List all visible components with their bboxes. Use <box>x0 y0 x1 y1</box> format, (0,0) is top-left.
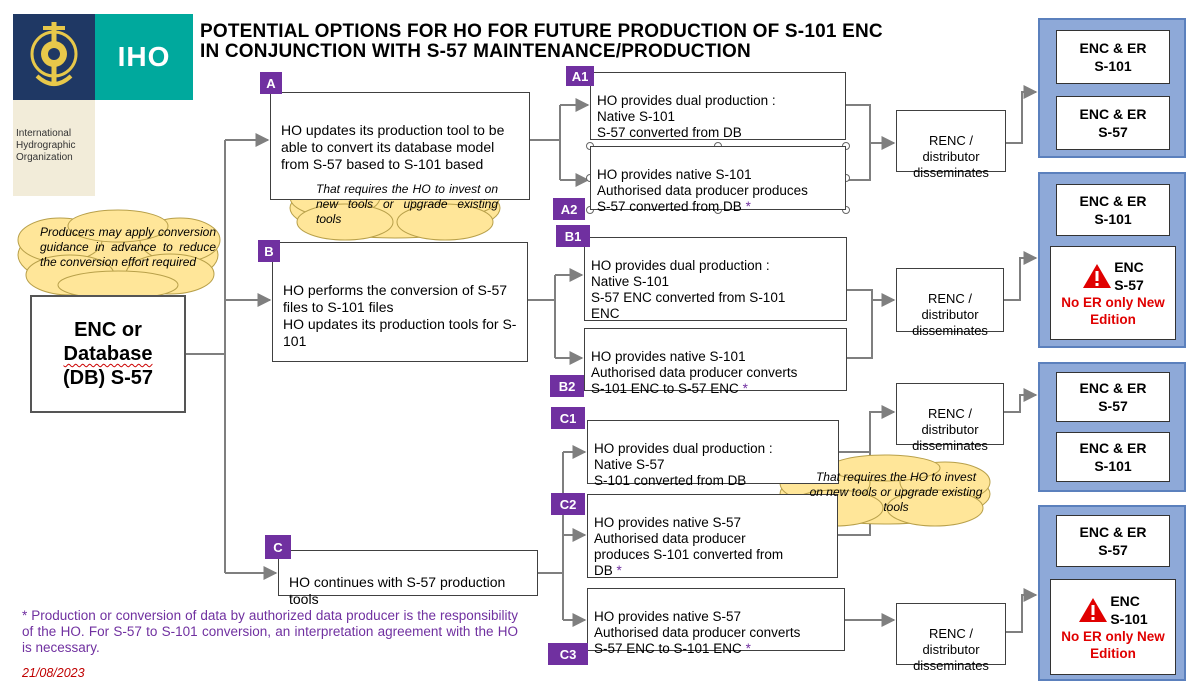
footnote: * Production or conversion of data by au… <box>22 608 518 655</box>
output-card-1b-text: ENC & ER S-57 <box>1079 106 1147 140</box>
logo-org-line1: International <box>16 128 72 139</box>
output-card-4a: ENC & ER S-57 <box>1056 515 1170 567</box>
date-label: 21/08/2023 <box>22 666 85 680</box>
option-b-tag: B <box>258 240 280 262</box>
logo-brand-panel: IHO <box>95 14 193 100</box>
source-line2: Database <box>63 343 153 365</box>
suboption-c2-star: * <box>612 563 622 578</box>
output-card-1a-text: ENC & ER S-101 <box>1079 40 1147 74</box>
suboption-a1-tag: A1 <box>566 66 594 86</box>
output-card-1b: ENC & ER S-57 <box>1056 96 1170 150</box>
renc-box-3: RENC / distributor disseminates <box>896 383 1004 453</box>
option-a-text: HO updates its production tool to be abl… <box>281 122 505 172</box>
warning-icon <box>1079 598 1108 622</box>
suboption-b1-box: HO provides dual production : Native S-1… <box>584 237 847 321</box>
cloud-a-note: That requires the HO to invest on new to… <box>316 182 498 226</box>
option-b-text: HO performs the conversion of S-57 files… <box>283 282 517 349</box>
output-card-4b-title: ENC <box>1110 593 1140 609</box>
output-card-4b: ENC S-101 No ER only New Edition <box>1050 579 1176 675</box>
output-card-2b-code: S-57 <box>1114 277 1144 293</box>
output-card-1a: ENC & ER S-101 <box>1056 30 1170 84</box>
renc-text-2: RENC / distributor disseminates <box>912 291 988 338</box>
page-title-line2: IN CONJUNCTION WITH S-57 MAINTENANCE/PRO… <box>200 41 751 62</box>
suboption-b1-text: HO provides dual production : Native S-1… <box>591 258 786 321</box>
cloud-c-note: That requires the HO to invest on new to… <box>809 470 983 514</box>
logo-org-line2: Hydrographic <box>16 140 76 151</box>
suboption-b2-tag: B2 <box>550 375 584 397</box>
page-title-line1: POTENTIAL OPTIONS FOR HO FOR FUTURE PROD… <box>200 21 883 42</box>
output-card-2a-text: ENC & ER S-101 <box>1079 193 1147 227</box>
suboption-c3-star: * <box>741 641 751 656</box>
option-c-tag: C <box>265 535 291 559</box>
suboption-a1-box: HO provides dual production : Native S-1… <box>590 72 846 140</box>
suboption-c1-tag: C1 <box>551 407 585 429</box>
output-panel-1: ENC & ER S-101 ENC & ER S-57 <box>1038 18 1186 158</box>
suboption-a2-box: HO provides native S-101 Authorised data… <box>590 146 846 214</box>
suboption-c1-text: HO provides dual production : Native S-5… <box>594 441 773 488</box>
output-card-3a: ENC & ER S-57 <box>1056 372 1170 422</box>
renc-box-4: RENC / distributor disseminates <box>896 603 1006 673</box>
suboption-b2-star: * <box>738 381 748 396</box>
suboption-c2-text: HO provides native S-57 Authorised data … <box>594 515 784 578</box>
option-a-box: HO updates its production tool to be abl… <box>270 92 530 200</box>
logo-org-panel: International Hydrographic Organization <box>13 100 95 196</box>
suboption-a2-text: HO provides native S-101 Authorised data… <box>597 167 808 214</box>
suboption-a2-tag: A2 <box>553 198 585 220</box>
output-card-3b: ENC & ER S-101 <box>1056 432 1170 482</box>
renc-text-1: RENC / distributor disseminates <box>913 133 989 180</box>
option-b-box: HO performs the conversion of S-57 files… <box>272 242 528 362</box>
suboption-a1-text: HO provides dual production : Native S-1… <box>597 93 776 140</box>
suboption-c1-box: HO provides dual production : Native S-5… <box>587 420 839 488</box>
output-panel-2: ENC & ER S-101 ENC S-57 No ER only New E… <box>1038 172 1186 348</box>
logo-panel <box>13 14 95 100</box>
cloud-producers-shape <box>17 209 221 300</box>
output-card-3b-text: ENC & ER S-101 <box>1079 440 1147 474</box>
renc-box-2: RENC / distributor disseminates <box>896 268 1004 338</box>
renc-text-3: RENC / distributor disseminates <box>912 406 988 453</box>
output-card-3a-text: ENC & ER S-57 <box>1079 380 1147 414</box>
suboption-c3-tag: C3 <box>548 643 588 665</box>
output-panel-3: ENC & ER S-57 ENC & ER S-101 <box>1038 362 1186 492</box>
output-card-2a: ENC & ER S-101 <box>1056 184 1170 236</box>
output-card-4b-warning: No ER only New Edition <box>1061 629 1165 661</box>
producers-note: Producers may apply conversion guidance … <box>40 225 216 269</box>
source-box: ENC or Database (DB) S-57 <box>30 295 186 413</box>
warning-icon <box>1083 264 1112 288</box>
suboption-b2-box: HO provides native S-101 Authorised data… <box>584 328 847 396</box>
output-panel-4: ENC & ER S-57 ENC S-101 No ER only New E… <box>1038 505 1186 681</box>
suboption-a2-star: * <box>741 199 751 214</box>
source-line3: (DB) S-57 <box>62 367 153 389</box>
suboption-b1-tag: B1 <box>556 225 590 247</box>
option-c-box: HO continues with S-57 production tools <box>278 550 538 607</box>
renc-box-1: RENC / distributor disseminates <box>896 110 1006 180</box>
suboption-c2-tag: C2 <box>551 493 585 515</box>
source-line1: ENC or <box>74 319 142 341</box>
logo-org-line3: Organization <box>16 152 73 163</box>
suboption-c3-box: HO provides native S-57 Authorised data … <box>587 588 845 656</box>
suboption-c2-box: HO provides native S-57 Authorised data … <box>587 494 838 578</box>
output-card-2b-warning: No ER only New Edition <box>1061 295 1165 327</box>
output-card-4a-text: ENC & ER S-57 <box>1079 524 1147 558</box>
renc-text-4: RENC / distributor disseminates <box>913 626 989 673</box>
logo-brand-text: IHO <box>117 41 171 72</box>
iho-emblem-icon <box>30 22 78 86</box>
option-a-tag: A <box>260 72 282 94</box>
output-card-2b-title: ENC <box>1114 259 1144 275</box>
suboption-b2-text: HO provides native S-101 Authorised data… <box>591 349 798 396</box>
option-c-text: HO continues with S-57 production tools <box>289 574 506 607</box>
suboption-c3-text: HO provides native S-57 Authorised data … <box>594 609 801 656</box>
output-card-2b: ENC S-57 No ER only New Edition <box>1050 246 1176 340</box>
output-card-4b-code: S-101 <box>1110 611 1148 627</box>
